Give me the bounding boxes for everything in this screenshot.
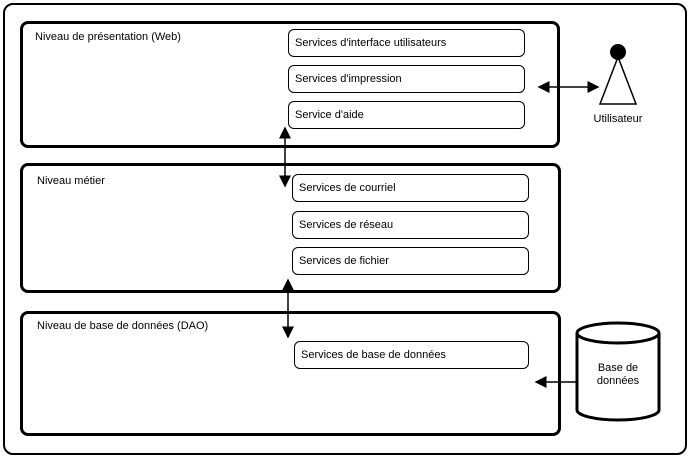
user-actor-icon xyxy=(598,44,638,105)
service-user-interface: Services d'interface utilisateurs xyxy=(288,29,525,57)
service-email: Services de courriel xyxy=(292,174,529,202)
database-label: Base de données xyxy=(582,362,654,388)
database-label-line2: données xyxy=(596,375,640,387)
outer-frame xyxy=(3,3,687,455)
user-label: Utilisateur xyxy=(593,113,643,125)
business-tier-title: Niveau métier xyxy=(37,175,105,187)
service-printing: Services d'impression xyxy=(288,65,525,93)
presentation-tier-title: Niveau de présentation (Web) xyxy=(35,31,181,43)
database-cylinder-icon xyxy=(575,321,661,422)
service-help: Service d'aide xyxy=(288,101,525,129)
service-network: Services de réseau xyxy=(292,211,529,239)
service-database: Services de base de données xyxy=(294,341,529,369)
service-file: Services de fichier xyxy=(292,247,529,275)
database-label-line1: Base de xyxy=(597,362,639,374)
database-tier-title: Niveau de base de données (DAO) xyxy=(37,320,209,332)
